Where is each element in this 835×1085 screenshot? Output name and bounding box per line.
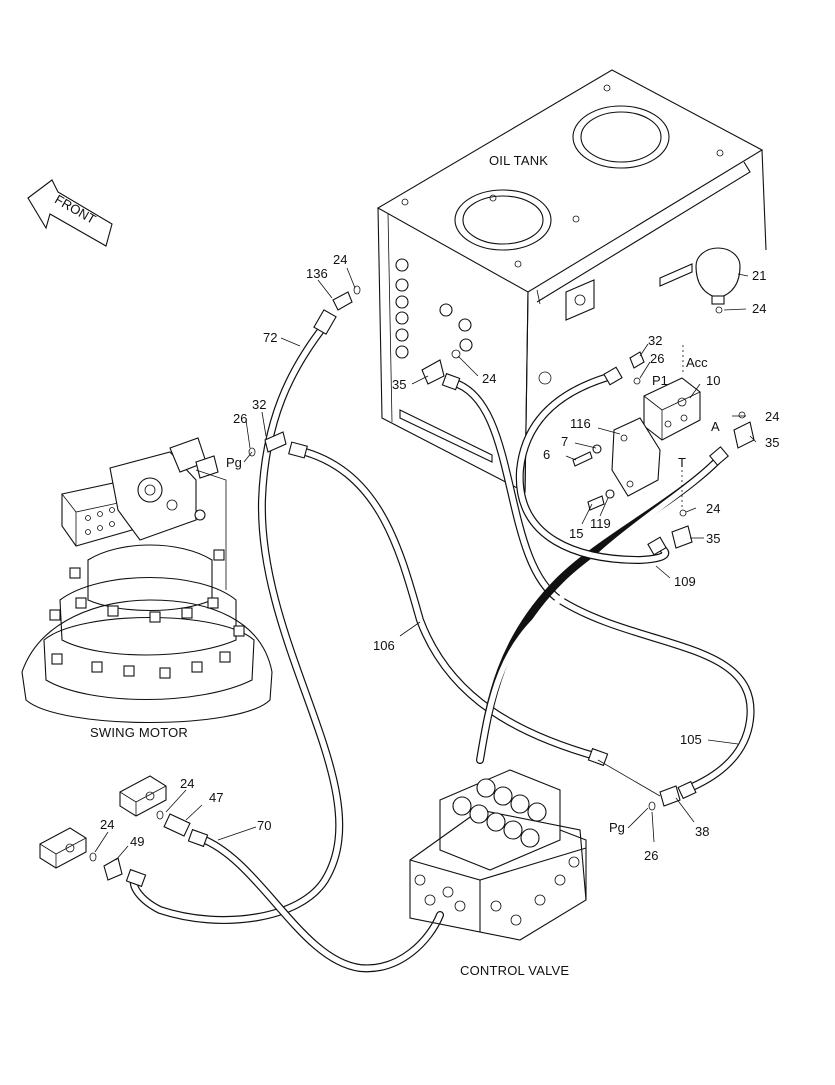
callout-35: 35 bbox=[765, 435, 779, 450]
port-block-lower bbox=[39, 827, 87, 869]
callout-24: 24 bbox=[333, 252, 347, 267]
callout-acc: Acc bbox=[686, 355, 708, 370]
callout-106: 106 bbox=[373, 638, 395, 653]
callout-35: 35 bbox=[392, 377, 406, 392]
callout-116: 116 bbox=[570, 416, 591, 431]
oil-tank-label: OIL TANK bbox=[489, 153, 548, 168]
callout-24: 24 bbox=[100, 817, 114, 832]
hose-fittings bbox=[125, 309, 729, 888]
oil-tank bbox=[376, 69, 767, 493]
callout-24: 24 bbox=[752, 301, 766, 316]
front-direction-arrow: FRONT bbox=[27, 179, 113, 247]
mounting-bracket bbox=[611, 342, 684, 510]
callout-10: 10 bbox=[706, 373, 720, 388]
motor-bolts bbox=[49, 549, 245, 679]
callout-26: 26 bbox=[650, 351, 664, 366]
callout-21: 21 bbox=[752, 268, 766, 283]
callout-109: 109 bbox=[674, 574, 696, 589]
callout-t: T bbox=[678, 455, 686, 470]
small-fittings bbox=[89, 285, 755, 881]
valve-ports bbox=[414, 856, 580, 926]
callout-24: 24 bbox=[180, 776, 194, 791]
callout-pg: Pg bbox=[226, 455, 242, 470]
callout-7: 7 bbox=[561, 434, 568, 449]
callout-24: 24 bbox=[765, 409, 779, 424]
callout-pg: Pg bbox=[609, 820, 625, 835]
callout-6: 6 bbox=[543, 447, 550, 462]
callout-15: 15 bbox=[569, 526, 583, 541]
callout-136: 136 bbox=[306, 266, 328, 281]
port-block-upper bbox=[119, 775, 167, 817]
callout-24: 24 bbox=[706, 501, 720, 516]
leader-lines bbox=[94, 267, 757, 861]
accumulator bbox=[695, 247, 741, 305]
callout-26: 26 bbox=[233, 411, 247, 426]
callout-105: 105 bbox=[680, 732, 702, 747]
callout-47: 47 bbox=[209, 790, 223, 805]
callout-32: 32 bbox=[648, 333, 662, 348]
callout-35: 35 bbox=[706, 531, 720, 546]
valve-block bbox=[643, 377, 701, 441]
callout-32: 32 bbox=[252, 397, 266, 412]
swing-motor bbox=[21, 437, 273, 723]
callout-a: A bbox=[711, 419, 720, 434]
callout-24: 24 bbox=[482, 371, 496, 386]
part-callouts: 24 136 72 32 26 Pg 35 24 21 24 32 26 Acc… bbox=[100, 252, 779, 863]
control-valve bbox=[409, 769, 587, 941]
swing-motor-label: SWING MOTOR bbox=[90, 725, 188, 740]
valve-spools bbox=[452, 778, 547, 848]
callout-70: 70 bbox=[257, 818, 271, 833]
callout-49: 49 bbox=[130, 834, 144, 849]
callout-72: 72 bbox=[263, 330, 277, 345]
callout-26: 26 bbox=[644, 848, 658, 863]
callout-38: 38 bbox=[695, 824, 709, 839]
callout-p1: P1 bbox=[652, 373, 668, 388]
control-valve-label: CONTROL VALVE bbox=[460, 963, 569, 978]
callout-119: 119 bbox=[590, 516, 611, 531]
